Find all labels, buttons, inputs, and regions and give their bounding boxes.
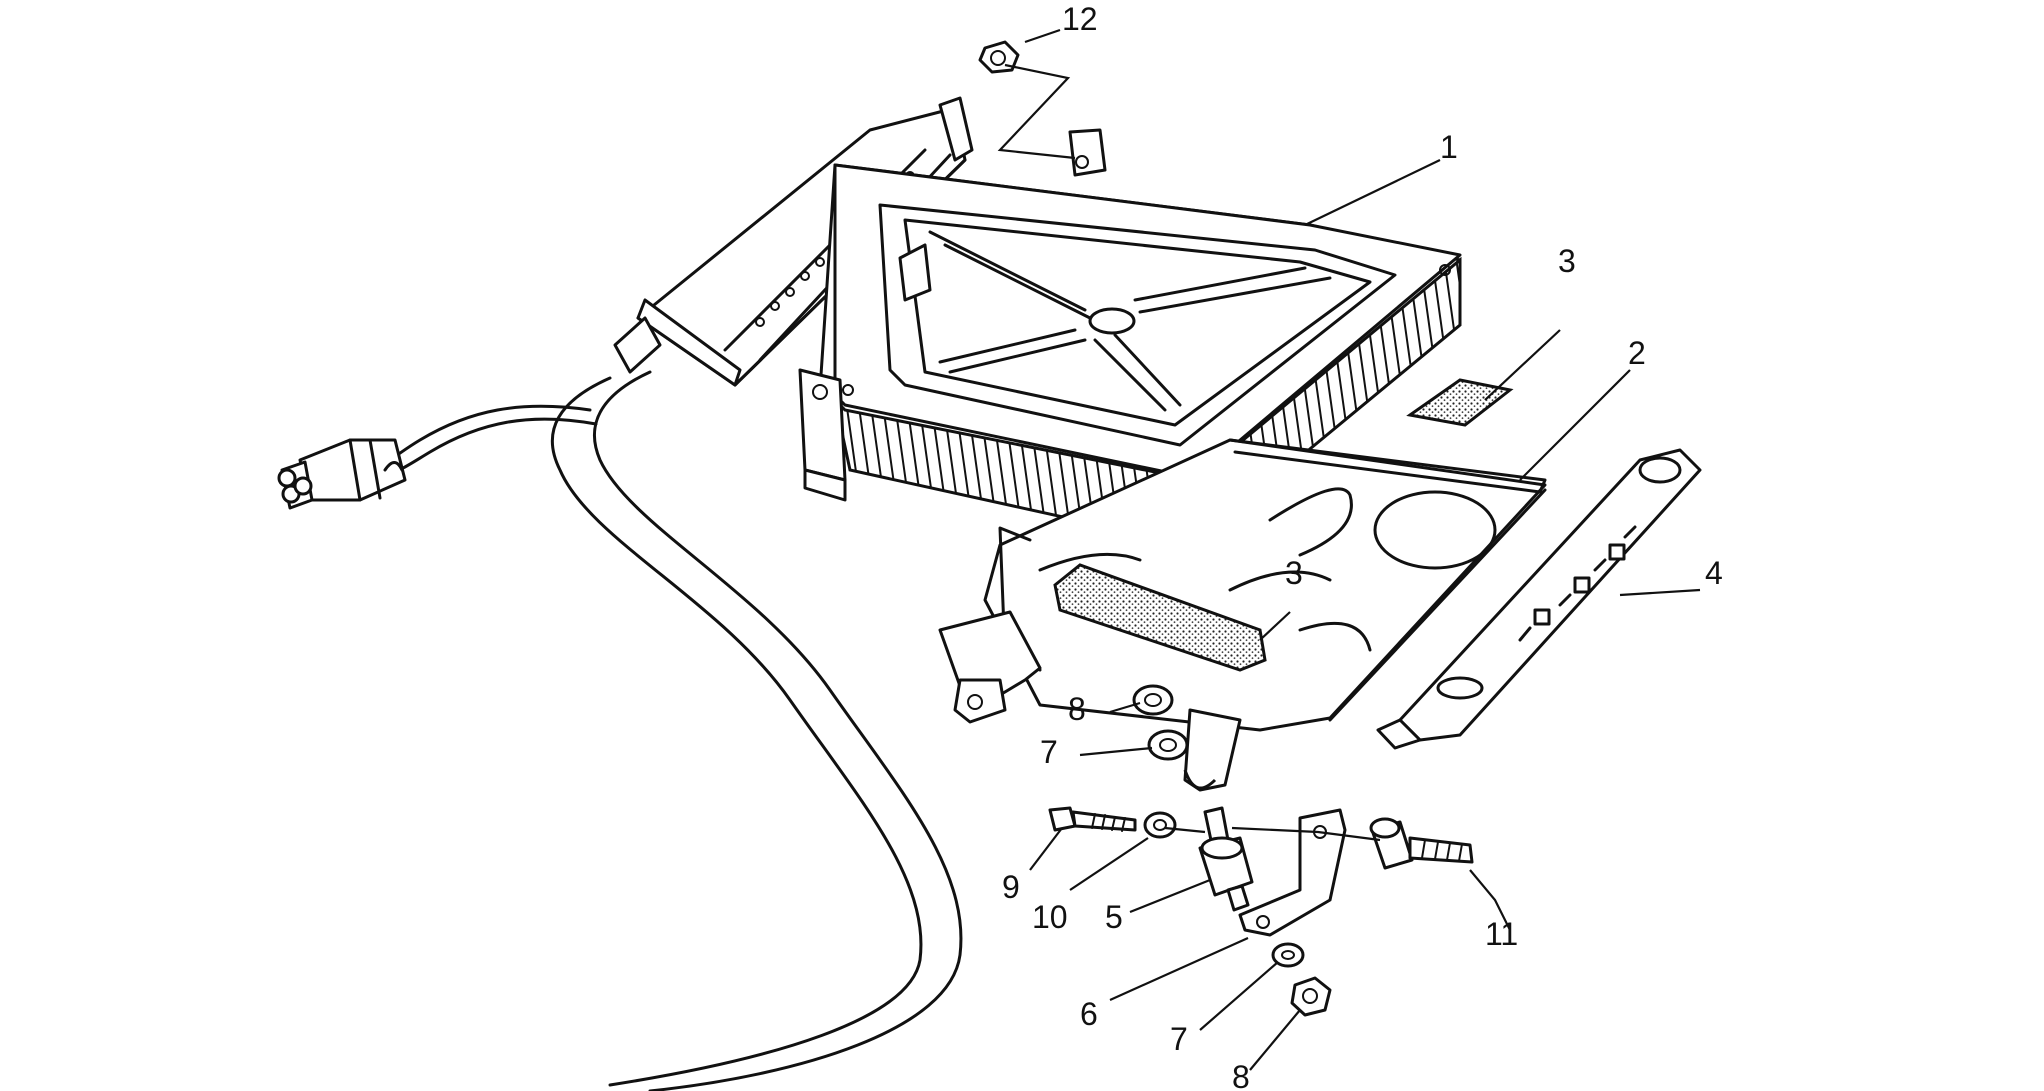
foam-pad-lower: [1053, 563, 1267, 672]
leader-lines: [997, 28, 1701, 1071]
callout-8-upper: 8: [1068, 691, 1086, 727]
callout-labels: 12 1 3 2 4 3 8 7 9 10 5 11 6 7 8: [1002, 1, 1723, 1091]
nut-8-lower: [1290, 976, 1332, 1017]
nut-12: [978, 40, 1020, 74]
callout-9: 9: [1002, 869, 1020, 905]
callout-5: 5: [1105, 899, 1123, 935]
mounting-plate: [938, 438, 1547, 792]
washer-10: [1143, 811, 1177, 839]
callout-11: 11: [1485, 916, 1518, 952]
retaining-strap: [1376, 448, 1702, 750]
callout-7-upper: 7: [1040, 734, 1058, 770]
callout-3-lower: 3: [1285, 555, 1303, 591]
callout-12: 12: [1062, 1, 1098, 37]
foam-pad-upper: [1406, 378, 1514, 427]
plug-connector: [277, 438, 407, 510]
callout-3-upper: 3: [1558, 243, 1576, 279]
callout-8-lower: 8: [1232, 1059, 1250, 1091]
washer-8-upper: [1132, 684, 1174, 716]
callout-4: 4: [1705, 555, 1723, 591]
spacer-11: [1369, 817, 1474, 870]
callout-1: 1: [1440, 129, 1458, 165]
washer-7-upper: [1147, 729, 1189, 761]
callout-10: 10: [1032, 899, 1068, 935]
bolt-9: [1048, 806, 1137, 832]
callout-7-lower: 7: [1170, 1021, 1188, 1057]
callout-6: 6: [1080, 996, 1098, 1032]
callout-2: 2: [1628, 335, 1646, 371]
wiring-harness: [383, 370, 963, 1091]
rubber-mount-5: [1198, 806, 1254, 912]
washer-7-lower: [1271, 942, 1305, 968]
